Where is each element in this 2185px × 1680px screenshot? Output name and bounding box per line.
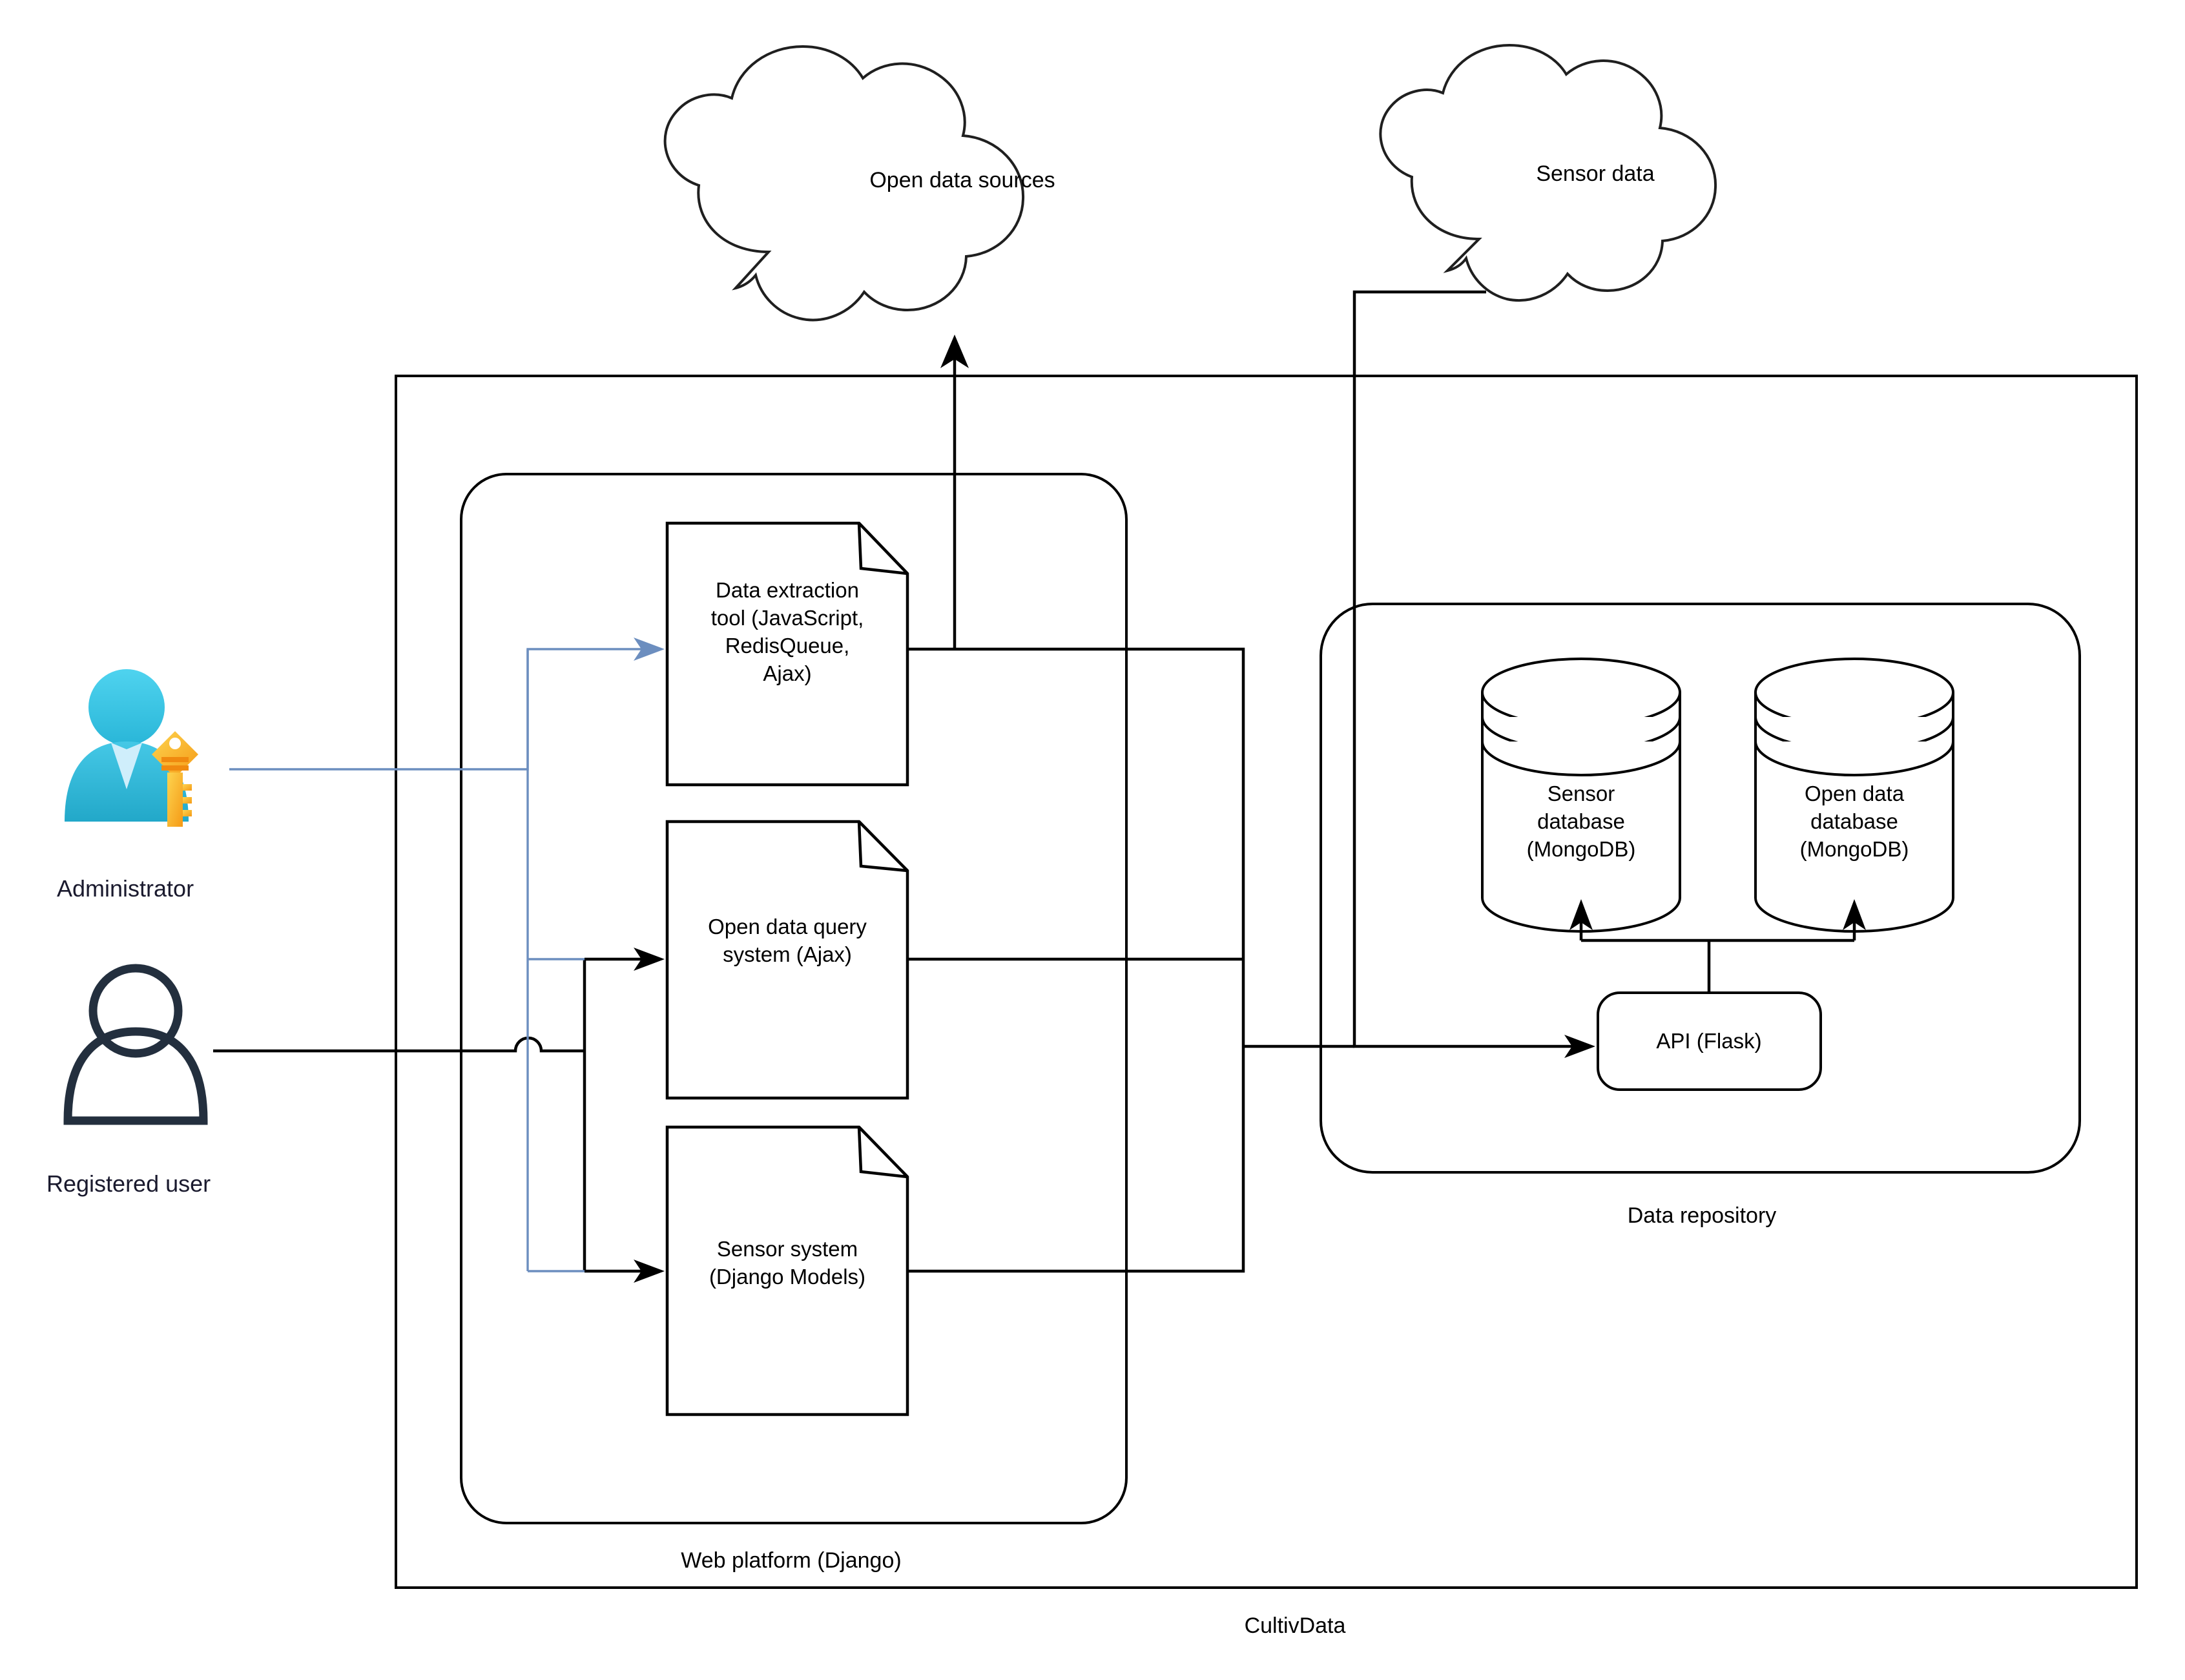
administrator-icon[interactable] (65, 669, 198, 827)
arrowhead-sensor-data-to-api (1564, 1035, 1595, 1058)
data-repository-label: Data repository (1628, 1203, 1777, 1228)
node-line: tool (JavaScript, (711, 606, 864, 630)
extraction-tool-right-connector (907, 647, 1245, 1046)
api-flask-node[interactable]: API (Flask) (1597, 991, 1822, 1091)
arrowhead-user-to-query-system (634, 948, 665, 971)
arrowhead-user-to-sensor-system (634, 1260, 665, 1283)
key-tooth-2 (183, 797, 192, 804)
open-data-query-system-node[interactable]: Open data query system (Ajax) (665, 820, 909, 1100)
node-line: Open data query (708, 915, 867, 939)
node-line: Sensor system (717, 1237, 858, 1261)
arrowhead-to-open-data-db (1843, 899, 1866, 930)
node-line: Data extraction (716, 578, 859, 602)
sensor-system-node[interactable]: Sensor system (Django Models) (665, 1125, 909, 1416)
node-line: (Django Models) (709, 1265, 865, 1289)
administrator-spine-connector (526, 649, 585, 1272)
web-platform-container (460, 473, 1128, 1524)
db-line: Sensor (1548, 782, 1615, 805)
cultivdata-label: CultivData (1245, 1613, 1346, 1638)
cultivdata-container (395, 375, 2138, 1589)
registered-user-connector (213, 1036, 585, 1053)
arrowhead-to-open-data-sources (940, 335, 969, 368)
sensor-data-label: Sensor data (1536, 161, 1654, 186)
registered-user-label: Registered user (47, 1170, 211, 1197)
db-line: (MongoDB) (1800, 837, 1909, 861)
open-data-sources-label: Open data sources (869, 168, 1055, 192)
sensor-data-to-api-connector (1352, 290, 1579, 1048)
registered-user-icon[interactable] (63, 964, 208, 1125)
node-line: system (Ajax) (723, 942, 852, 966)
db-line: Open data (1805, 782, 1905, 805)
api-flask-label: API (Flask) (1656, 1029, 1761, 1053)
key-tooth-3 (183, 810, 192, 816)
arrowhead-admin-to-extraction-tool (634, 638, 665, 661)
api-to-databases-connector (1581, 939, 1854, 993)
administrator-connector (229, 648, 646, 771)
arrowhead-to-sensor-db (1569, 899, 1593, 930)
key-bar-2 (161, 765, 189, 771)
db-line: (MongoDB) (1527, 837, 1636, 861)
sensor-system-right-connector (907, 1046, 1245, 1273)
sensor-database-node[interactable]: Sensor database (MongoDB) (1481, 658, 1681, 933)
user-head (88, 964, 183, 1058)
node-line: RedisQueue, (725, 634, 850, 658)
db-line: database (1537, 809, 1625, 833)
user-body (63, 1027, 208, 1125)
open-data-sources-cloud (663, 45, 1025, 322)
admin-head (88, 669, 165, 745)
node-line: Ajax) (763, 661, 811, 685)
open-data-database-node[interactable]: Open data database (MongoDB) (1754, 658, 1954, 933)
admin-tie (111, 743, 142, 789)
registered-user-branch-connector (583, 957, 643, 1273)
key-hole (169, 738, 181, 749)
key-bar-1 (161, 757, 189, 762)
data-extraction-tool-node[interactable]: Data extraction tool (JavaScript, RedisQ… (665, 521, 909, 787)
db-line: database (1810, 809, 1898, 833)
key-tooth-1 (183, 784, 192, 791)
administrator-label: Administrator (57, 875, 194, 902)
key-shaft (167, 773, 183, 827)
web-platform-label: Web platform (Django) (681, 1548, 901, 1573)
sensor-data-cloud (1379, 43, 1717, 302)
data-repository-container (1320, 603, 2081, 1174)
